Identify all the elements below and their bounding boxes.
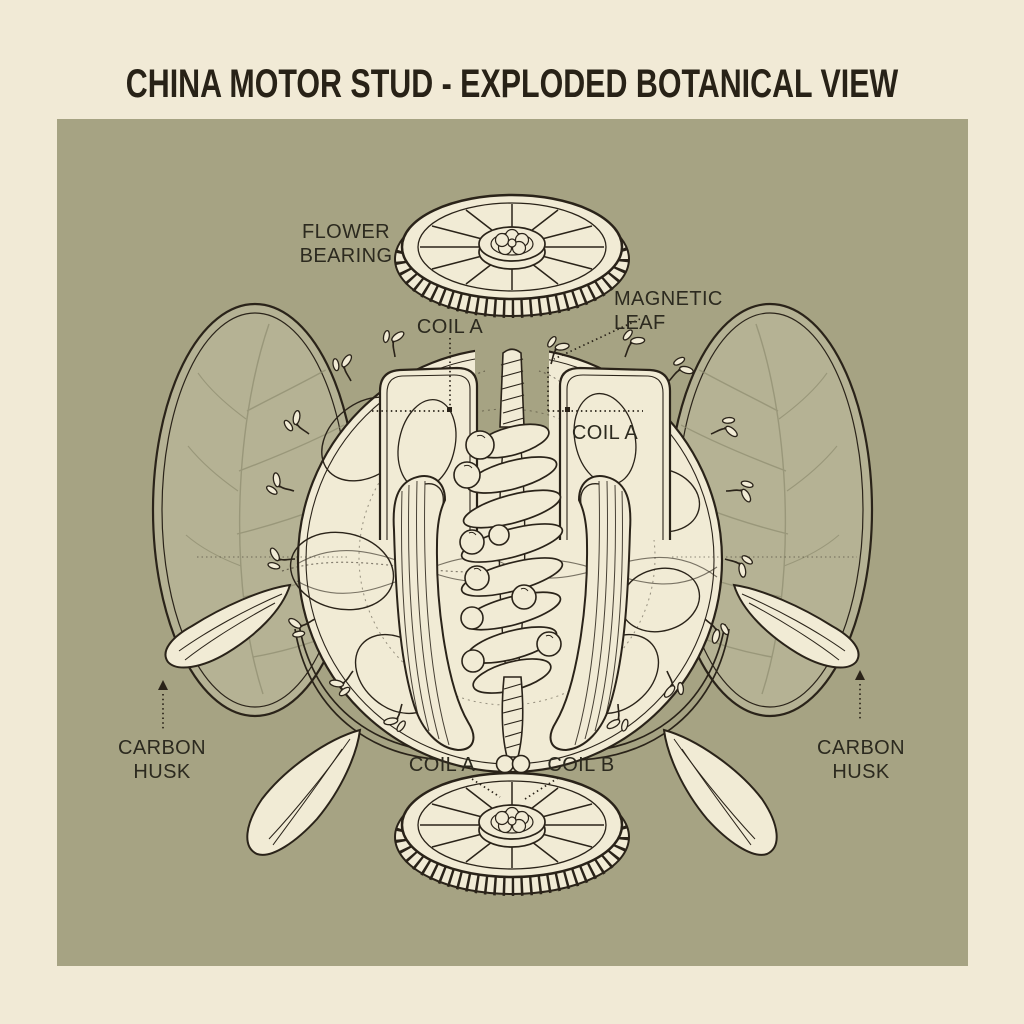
label-coil-a-lower: COIL A bbox=[408, 754, 476, 776]
leader-coil-b-lower bbox=[524, 777, 559, 800]
flower-bearing-gear-top bbox=[395, 195, 629, 316]
carbon-husk-seed-pods bbox=[164, 583, 860, 856]
seed-pod-striations bbox=[178, 593, 846, 846]
spiral-shaft bbox=[460, 348, 564, 774]
coil-pod-left bbox=[392, 475, 475, 752]
leader-markers bbox=[158, 407, 865, 690]
label-magnetic-leaf: MAGNETIC LEAF bbox=[614, 288, 723, 334]
page-title: CHINA MOTOR STUD - EXPLODED BOTANICAL VI… bbox=[4, 62, 1020, 107]
page-title-text: CHINA MOTOR STUD - EXPLODED BOTANICAL VI… bbox=[125, 62, 899, 106]
arrow-up-icon bbox=[158, 680, 168, 690]
label-coil-a-upper: COIL A bbox=[416, 316, 484, 338]
shaft-ball-right bbox=[511, 754, 531, 774]
label-coil-b-lower: COIL B bbox=[547, 754, 615, 776]
shaft-twist-lines bbox=[500, 358, 525, 425]
coil-pod-right bbox=[549, 475, 632, 752]
leader-lines bbox=[162, 318, 861, 800]
label-carbon-husk-left: CARBON HUSK bbox=[118, 737, 206, 783]
label-coil-a-right: COIL A bbox=[571, 422, 639, 444]
coil-pod-striations bbox=[401, 480, 450, 746]
diagram-panel: FLOWER BEARING MAGNETIC LEAF COIL A COIL… bbox=[57, 119, 968, 966]
leader-magnetic-leaf bbox=[553, 318, 641, 360]
arrow-up-icon bbox=[855, 670, 865, 680]
exploded-view-drawing bbox=[57, 119, 968, 966]
label-flower-bearing: FLOWER BEARING bbox=[299, 221, 393, 267]
leader-coil-a-lower bbox=[471, 778, 501, 798]
shaft-ball-left bbox=[495, 754, 515, 774]
label-carbon-husk-right: CARBON HUSK bbox=[817, 737, 905, 783]
seed-berries bbox=[453, 430, 562, 673]
coil-gear-bottom bbox=[395, 773, 629, 894]
coil-pod-striations bbox=[574, 480, 623, 746]
spiral-coil-ribbons bbox=[460, 423, 564, 694]
